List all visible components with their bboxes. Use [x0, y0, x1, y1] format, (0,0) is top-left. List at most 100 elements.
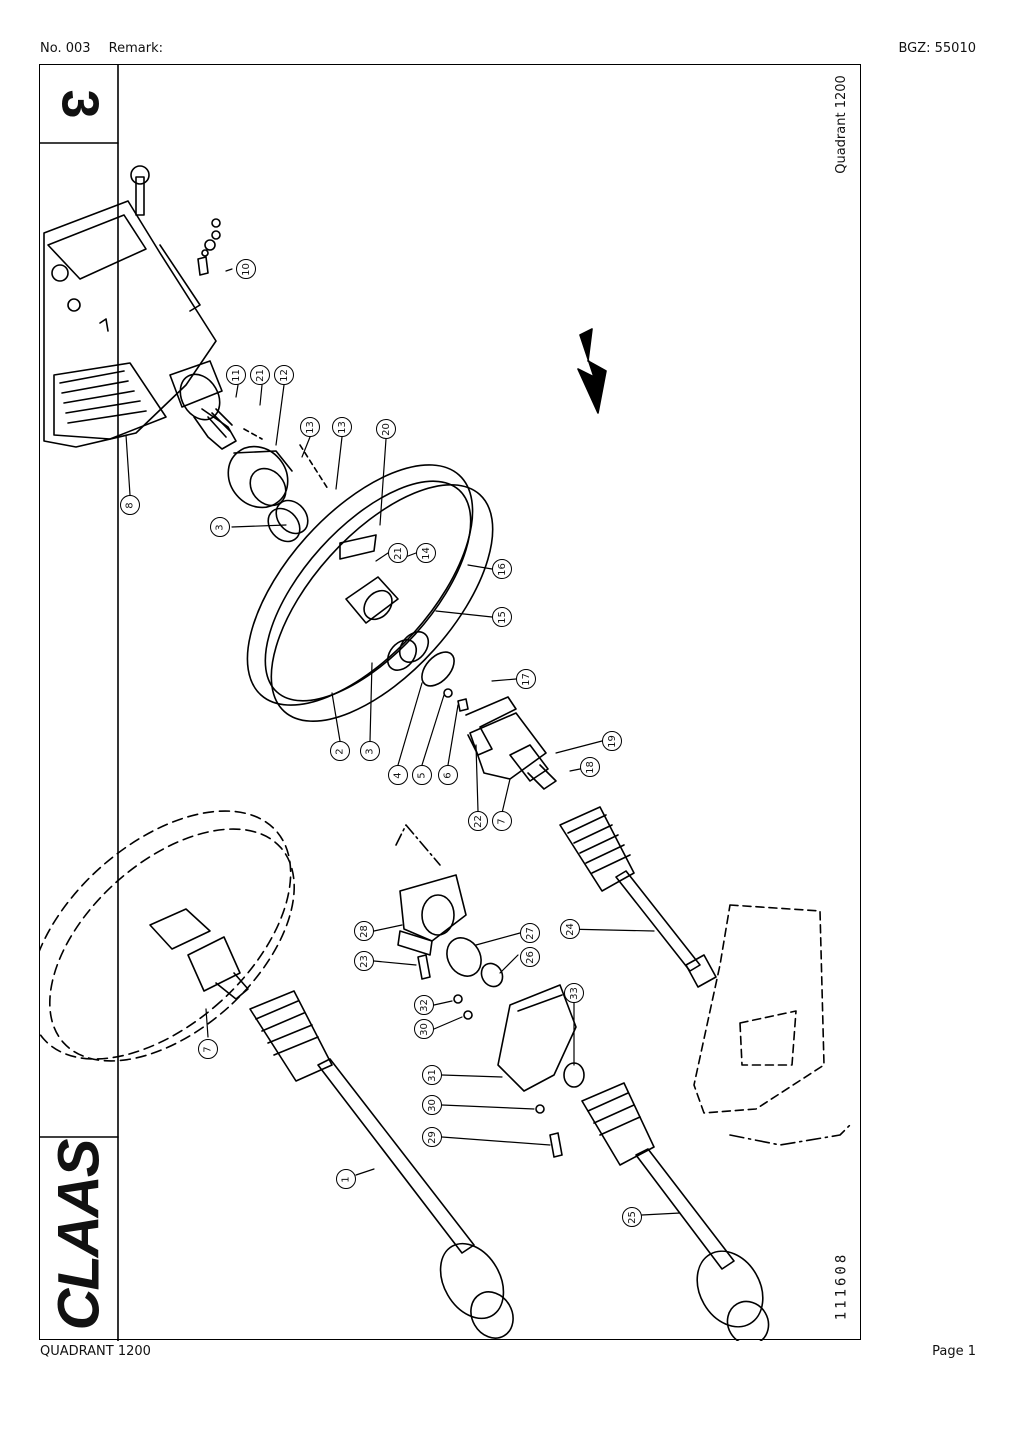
page-header-left: No. 003 Remark: [40, 41, 163, 56]
callout-number: 7 [202, 1045, 214, 1053]
callout-number: 4 [392, 771, 404, 779]
callout-27: 27 [520, 923, 540, 943]
callout-number: 2 [334, 747, 346, 755]
callout-23: 23 [354, 951, 374, 971]
callout-29: 29 [422, 1127, 442, 1147]
callout-number: 24 [564, 922, 576, 936]
bolt-23 [417, 954, 431, 980]
callout-number: 17 [520, 672, 532, 686]
callout-number: 23 [358, 954, 370, 968]
bearing-housing-7-lower [149, 908, 249, 1000]
callout-number: 21 [254, 368, 266, 382]
callout-13: 13 [300, 417, 320, 437]
callout-31: 31 [422, 1065, 442, 1085]
callout-7: 7 [492, 811, 512, 831]
callout-32: 32 [414, 995, 434, 1015]
pulley-outline-dashed [40, 810, 295, 1062]
callout-30: 30 [414, 1019, 434, 1039]
callout-number: 31 [426, 1068, 438, 1082]
callout-16: 16 [492, 559, 512, 579]
bolt-set-10 [197, 218, 221, 276]
callout-number: 5 [416, 771, 428, 779]
washer-32 [453, 994, 463, 1004]
callout-number: 1 [340, 1175, 352, 1183]
callout-22: 22 [468, 811, 488, 831]
bolt-29 [549, 1132, 563, 1158]
bush-3-lower [386, 631, 430, 671]
callout-4: 4 [388, 765, 408, 785]
callout-number: 30 [426, 1098, 438, 1112]
callout-number: 13 [336, 420, 348, 434]
callout-7: 7 [198, 1039, 218, 1059]
page-number: Page 1 [932, 1344, 976, 1359]
gearbox-housing [43, 165, 237, 450]
guard-22 [465, 696, 517, 756]
callout-number: 33 [568, 986, 580, 1000]
hub-flange-12 [227, 445, 293, 509]
callout-8: 8 [120, 495, 140, 515]
callout-18: 18 [580, 757, 600, 777]
callout-1: 1 [336, 1169, 356, 1189]
bush-3-upper [267, 499, 309, 543]
callout-number: 28 [358, 924, 370, 938]
callout-21: 21 [250, 365, 270, 385]
chassis-frame-dashed [693, 904, 825, 1114]
callout-13: 13 [332, 417, 352, 437]
callout-5: 5 [412, 765, 432, 785]
callout-number: 14 [420, 546, 432, 560]
drive-shaft-25 [581, 1082, 770, 1341]
callout-17: 17 [516, 669, 536, 689]
direction-arrow [577, 328, 607, 414]
callout-number: 21 [392, 546, 404, 560]
callout-30: 30 [422, 1095, 442, 1115]
roller-26 [480, 962, 504, 988]
callout-number: 10 [240, 262, 252, 276]
model-label-vertical: Quadrant 1200 [826, 69, 856, 179]
callout-number: 16 [496, 562, 508, 576]
callout-number: 6 [442, 771, 454, 779]
callout-3: 3 [210, 517, 230, 537]
callout-26: 26 [520, 947, 540, 967]
callout-10: 10 [236, 259, 256, 279]
drive-shaft-24 [559, 806, 717, 988]
callout-number: 30 [418, 1022, 430, 1036]
callout-number: 15 [496, 610, 508, 624]
callout-11: 11 [226, 365, 246, 385]
bgz-code: BGZ: 55010 [898, 41, 976, 56]
callout-number: 27 [524, 926, 536, 940]
model-label-text: Quadrant 1200 [833, 74, 849, 174]
bolt-6 [457, 698, 469, 712]
callout-21: 21 [388, 543, 408, 563]
parts-diagram-svg [40, 65, 851, 1341]
drawing-number-text: 111608 [833, 1251, 850, 1321]
callout-20: 20 [376, 419, 396, 439]
drawing-number: 111608 [826, 1231, 856, 1341]
callout-number: 3 [364, 747, 376, 755]
disc-4 [421, 651, 455, 687]
callout-number: 26 [524, 950, 536, 964]
callout-28: 28 [354, 921, 374, 941]
callout-number: 18 [584, 760, 596, 774]
callout-number: 12 [278, 368, 290, 382]
callout-19: 19 [602, 731, 622, 751]
callout-number: 3 [214, 523, 226, 531]
callout-number: 8 [124, 501, 136, 509]
brand-text: CLAAS [46, 1140, 112, 1330]
sheet-number-text: 3 [49, 89, 108, 119]
callout-2: 2 [330, 741, 350, 761]
callout-3: 3 [360, 741, 380, 761]
footer-model: QUADRANT 1200 [40, 1344, 151, 1359]
remark-label: Remark: [108, 41, 164, 56]
washer-30-lower [535, 1104, 545, 1114]
callout-12: 12 [274, 365, 294, 385]
callout-6: 6 [438, 765, 458, 785]
washer-5 [443, 688, 453, 698]
callout-number: 20 [380, 422, 392, 436]
callout-14: 14 [416, 543, 436, 563]
callout-number: 7 [496, 817, 508, 825]
leader-lines [125, 268, 681, 1216]
callout-number: 29 [426, 1130, 438, 1144]
callout-number: 13 [304, 420, 316, 434]
washer-30-upper [463, 1010, 473, 1020]
